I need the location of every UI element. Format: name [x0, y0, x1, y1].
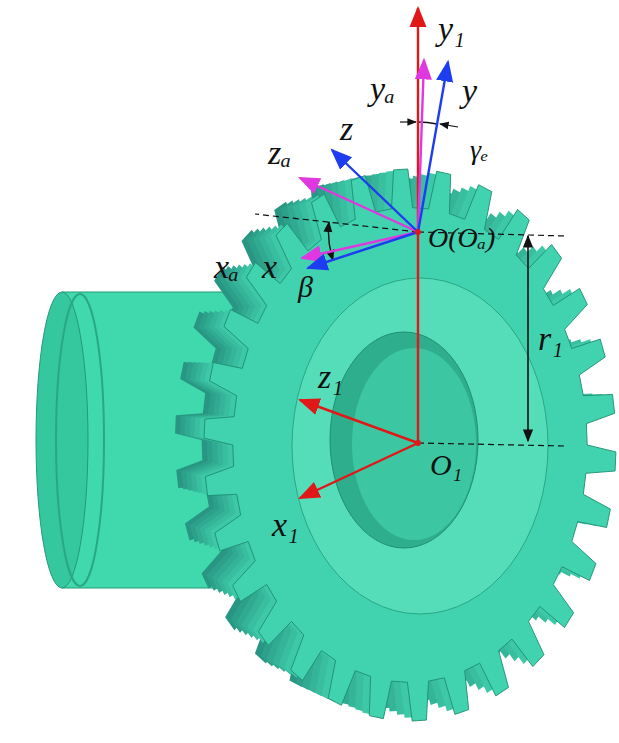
axis-label: z: [340, 112, 353, 146]
gear-layer: [204, 169, 616, 721]
radius-dimension: [527, 236, 529, 441]
gear-bore: [330, 332, 478, 548]
axis-label: y₁: [438, 12, 465, 46]
gear-teeth: [175, 169, 616, 721]
axis-label: y: [462, 74, 477, 108]
angle-label: γₑ: [470, 136, 488, 164]
reference-lines: [255, 214, 565, 446]
axis-label: z₁: [318, 360, 343, 394]
axis-label: xₐ: [214, 250, 239, 284]
axis-label: zₐ: [268, 136, 291, 170]
dimension-label: r₁: [538, 322, 563, 356]
origin-label: O₁: [430, 450, 462, 480]
gear-face: [292, 278, 548, 614]
beta-arc: [328, 222, 333, 260]
gamma-mark: [400, 121, 416, 122]
axis-label: x₁: [272, 508, 299, 542]
origin-point: [415, 229, 421, 235]
axis-label: yₐ: [370, 72, 395, 106]
origin-point: [415, 440, 421, 446]
axis-label: x: [262, 250, 277, 284]
angle-label: β: [298, 272, 313, 302]
gamma-mark: [440, 124, 458, 127]
origin-label: O(Oₐ): [428, 224, 495, 252]
coordinate-axes: [300, 8, 448, 498]
